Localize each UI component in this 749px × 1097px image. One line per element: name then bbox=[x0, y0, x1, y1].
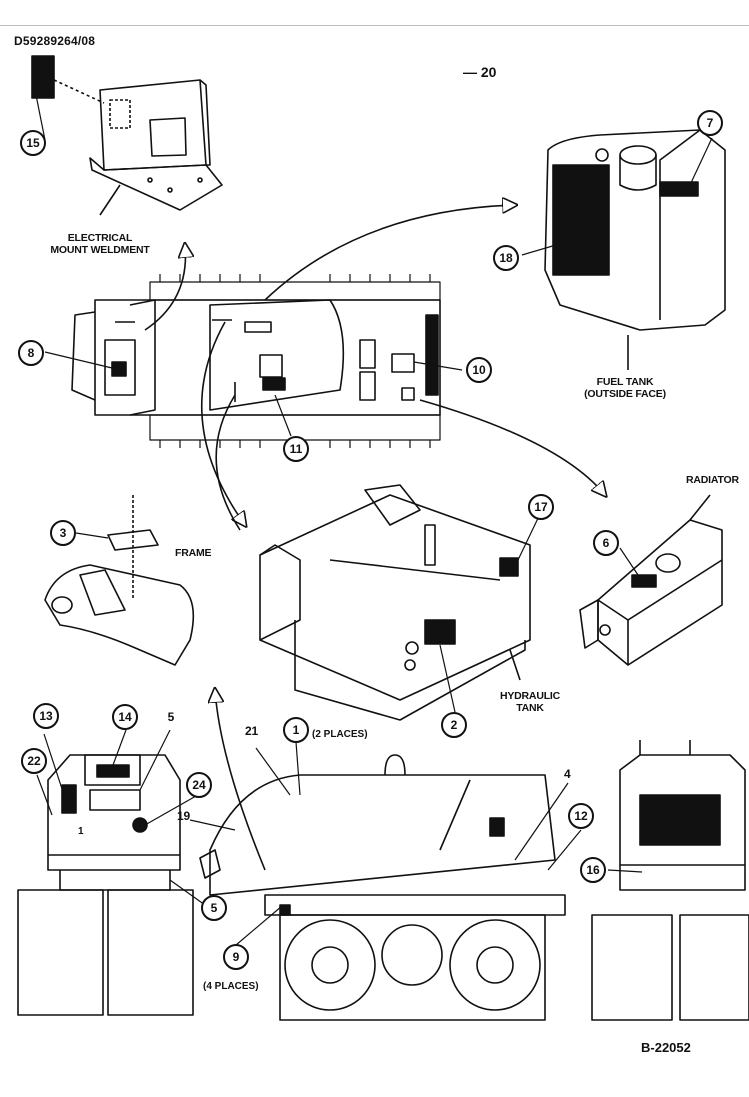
callout-21: 21 bbox=[245, 724, 258, 738]
callout-8: 8 bbox=[18, 340, 44, 366]
electrical-mount-weldment-art bbox=[31, 55, 223, 216]
callout-15: 15 bbox=[20, 130, 46, 156]
electrical-mount-label: ELECTRICAL MOUNT WELDMENT bbox=[50, 232, 150, 256]
fuel-tank-label: FUEL TANK (OUTSIDE FACE) bbox=[584, 376, 666, 400]
inline-callout-1: 1 bbox=[78, 826, 84, 837]
callout-12: 12 bbox=[568, 803, 594, 829]
machine-top-view-art bbox=[71, 274, 441, 448]
callout-5-top: 5 bbox=[158, 704, 184, 730]
callout-1: 1 bbox=[283, 717, 309, 743]
frame-label: FRAME bbox=[175, 547, 212, 559]
fuel-tank-art bbox=[544, 129, 726, 370]
machine-side-view-art bbox=[199, 754, 566, 1021]
header-rule bbox=[0, 25, 749, 26]
callout-3: 3 bbox=[50, 520, 76, 546]
page-reference: — 20 bbox=[463, 64, 497, 80]
callout-7: 7 bbox=[697, 110, 723, 136]
hydraulic-tank-art bbox=[259, 484, 531, 721]
callout-2: 2 bbox=[441, 712, 467, 738]
frame-art bbox=[44, 495, 195, 666]
callout-4: 4 bbox=[564, 767, 571, 781]
machine-rear-view-art bbox=[591, 740, 749, 1021]
two-places-note: (2 PLACES) bbox=[312, 729, 368, 740]
radiator-art bbox=[579, 494, 723, 666]
callout-11: 11 bbox=[283, 436, 309, 462]
machine-front-view-art bbox=[17, 754, 194, 1016]
callout-13: 13 bbox=[33, 703, 59, 729]
callout-18: 18 bbox=[493, 245, 519, 271]
callout-16: 16 bbox=[580, 857, 606, 883]
callout-17: 17 bbox=[528, 494, 554, 520]
leader-lines-art bbox=[34, 89, 713, 946]
callout-24: 24 bbox=[186, 772, 212, 798]
callout-14: 14 bbox=[112, 704, 138, 730]
callout-10: 10 bbox=[466, 357, 492, 383]
callout-22: 22 bbox=[21, 748, 47, 774]
callout-6: 6 bbox=[593, 530, 619, 556]
callout-19: 19 bbox=[177, 809, 190, 823]
radiator-label: RADIATOR bbox=[686, 474, 739, 486]
location-arrows-art bbox=[144, 205, 605, 871]
callout-9: 9 bbox=[223, 944, 249, 970]
hydraulic-tank-label: HYDRAULIC TANK bbox=[499, 690, 561, 714]
callout-5-bottom: 5 bbox=[201, 895, 227, 921]
figure-id: B-22052 bbox=[641, 1040, 691, 1055]
document-id: D59289264/08 bbox=[14, 34, 96, 48]
four-places-note: (4 PLACES) bbox=[203, 981, 259, 992]
